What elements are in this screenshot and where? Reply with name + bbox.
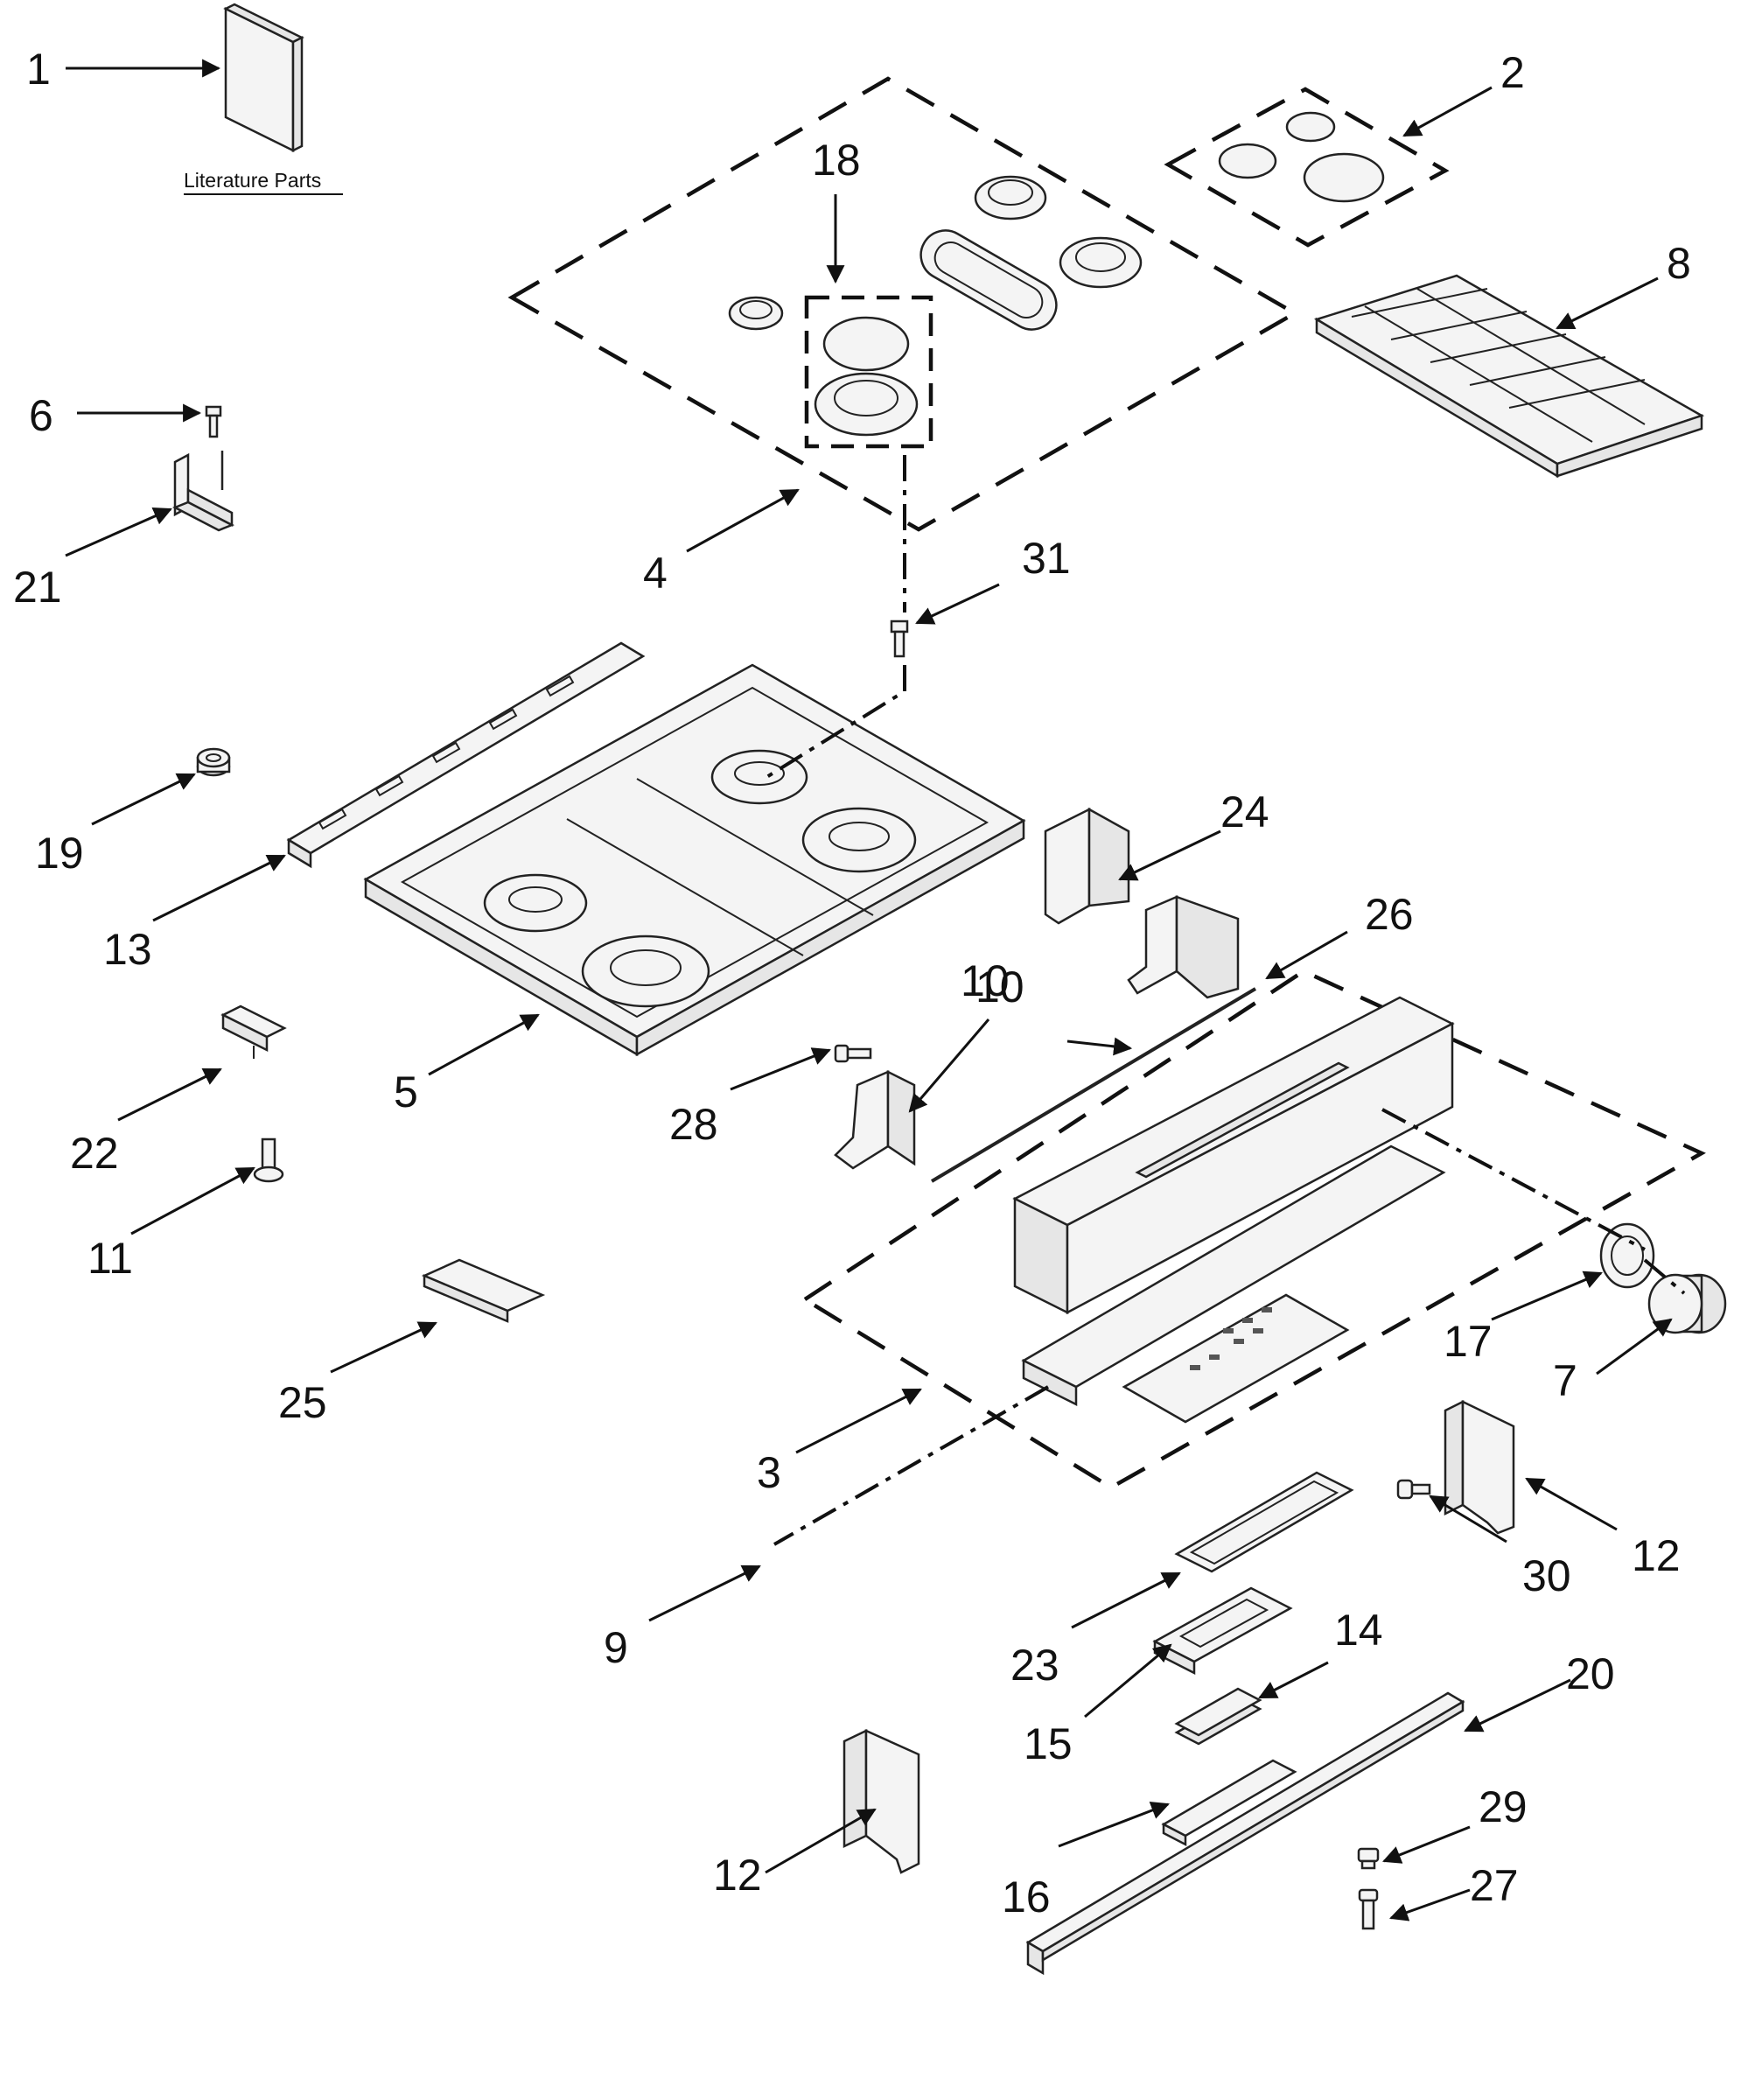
end-cap-right-part: [1444, 1399, 1515, 1535]
callout-20: 20: [1566, 1649, 1615, 1698]
clip-22-part: [220, 1004, 287, 1059]
callout-26: 26: [1365, 890, 1414, 939]
end-cap-left-part: [843, 1729, 920, 1874]
trim-strip-26-part: [930, 987, 1257, 1183]
callout-12b: 12: [713, 1851, 762, 1900]
front-rail-part: [286, 641, 646, 869]
callout-16: 16: [1002, 1872, 1051, 1922]
screw-30-part: [1396, 1479, 1431, 1500]
callout-arrows: [65, 59, 1673, 1922]
burner-kit-group: [507, 76, 1299, 532]
screw-27-part: [1358, 1888, 1379, 1930]
callout-4: 4: [643, 549, 668, 598]
callout-27: 27: [1470, 1861, 1519, 1910]
cooktop-main-top: [363, 663, 1026, 1057]
grate-part: [1313, 274, 1705, 479]
callout-18: 18: [812, 136, 861, 185]
callout-11: 11: [87, 1234, 133, 1283]
screw-31-part: [890, 620, 909, 658]
callout-21: 21: [13, 563, 62, 612]
callout-19: 19: [35, 829, 84, 878]
control-panel-group: [801, 969, 1706, 1490]
callout-30: 30: [1522, 1551, 1571, 1600]
callout-28: 28: [669, 1100, 718, 1149]
callout-5: 5: [394, 1068, 418, 1116]
callout-14: 14: [1334, 1606, 1383, 1655]
literature-caption: Literature Parts: [184, 169, 321, 192]
control-knob-part: [1647, 1273, 1727, 1334]
relay-board-part: [1174, 1687, 1262, 1746]
callout-25: 25: [278, 1378, 327, 1427]
callout-2: 2: [1500, 48, 1525, 97]
callout-31: 31: [1022, 534, 1071, 583]
callout-22: 22: [70, 1129, 119, 1178]
knob-bezel-part: [1599, 1222, 1655, 1289]
trim-strip-20-part: [1025, 1691, 1465, 1976]
literature-booklet-part: Literature Parts: [184, 3, 343, 195]
keypad-frame-part: [1174, 1471, 1354, 1573]
bracket-10-lower-part: [834, 1069, 916, 1170]
burner-caps-group: [1164, 87, 1450, 248]
callout-10b: 10: [961, 956, 1010, 1005]
callout-10a: 10: [975, 962, 1024, 1012]
callout-24: 24: [1220, 788, 1269, 836]
callout-23: 23: [1010, 1641, 1059, 1690]
screw-28-part: [834, 1044, 872, 1063]
grommet-part: [196, 747, 231, 777]
callout-17: 17: [1444, 1317, 1493, 1366]
callout-12a: 12: [1632, 1531, 1681, 1580]
callout-9: 9: [604, 1623, 628, 1672]
bracket-25-part: [421, 1258, 546, 1323]
bracket-21-part: [172, 451, 234, 532]
leader-lines: [759, 455, 1686, 1546]
callout-1: 1: [26, 45, 51, 94]
callout-3: 3: [757, 1448, 781, 1497]
bracket-10-upper-part: [1127, 895, 1240, 999]
callout-15: 15: [1024, 1719, 1073, 1768]
callout-7: 7: [1553, 1356, 1577, 1405]
callout-6: 6: [29, 391, 53, 440]
callout-29: 29: [1479, 1782, 1528, 1831]
bracket-16-part: [1161, 1759, 1297, 1847]
screw-6-part: [205, 405, 222, 438]
bracket-24-part: [1044, 807, 1130, 925]
callout-numbers: 1 2 3 4 5 6 7 8 9 10 10 11 12 12 13 14 1…: [13, 45, 1691, 1922]
screw-29-part: [1357, 1847, 1380, 1870]
callout-13: 13: [103, 925, 152, 974]
callout-8: 8: [1667, 239, 1691, 288]
leveling-foot-part: [253, 1138, 284, 1183]
control-board-part: [1152, 1586, 1293, 1676]
